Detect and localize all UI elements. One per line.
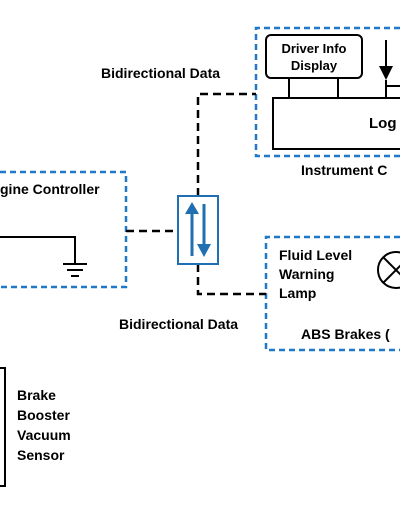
logic-box	[272, 97, 400, 150]
logic-label: Log	[369, 115, 397, 132]
driver-info-line-1: Driver Info	[281, 41, 347, 56]
brake-line-4: Sensor	[17, 447, 65, 463]
brake-line-1: Brake	[17, 387, 56, 403]
lamp-icon	[377, 251, 400, 289]
brake-sensor-bracket	[0, 367, 6, 487]
instrument-cluster-box	[254, 26, 400, 158]
fluid-line-2: Warning	[279, 266, 335, 282]
engine-ground-wire	[0, 236, 76, 264]
down-arrow-icon	[379, 40, 393, 98]
bidirectional-arrows-icon	[177, 195, 219, 265]
fluid-line-3: Lamp	[279, 285, 317, 301]
brake-sensor-label: Brake Booster Vacuum Sensor	[17, 385, 71, 465]
ground-icon	[63, 263, 87, 277]
brake-line-2: Booster	[17, 407, 70, 423]
abs-brakes-label: ABS Brakes (	[301, 326, 390, 342]
engine-controller-box	[0, 170, 128, 289]
fluid-level-lamp-label: Fluid Level Warning Lamp	[279, 246, 352, 303]
brake-line-3: Vacuum	[17, 427, 71, 443]
driver-info-line-2: Display	[290, 58, 338, 73]
bidir-data-label-top: Bidirectional Data	[101, 65, 221, 81]
fluid-line-1: Fluid Level	[279, 247, 353, 263]
data-line-to-instrument	[196, 92, 256, 196]
data-line-to-abs	[196, 264, 266, 296]
engine-controller-label: gine Controller	[0, 181, 100, 197]
bidir-data-label-bottom: Bidirectional Data	[119, 316, 239, 332]
instrument-cluster-label: Instrument C	[301, 162, 388, 178]
driver-info-display-box	[265, 34, 363, 79]
driver-info-display-label: Driver Info Display	[266, 40, 362, 74]
